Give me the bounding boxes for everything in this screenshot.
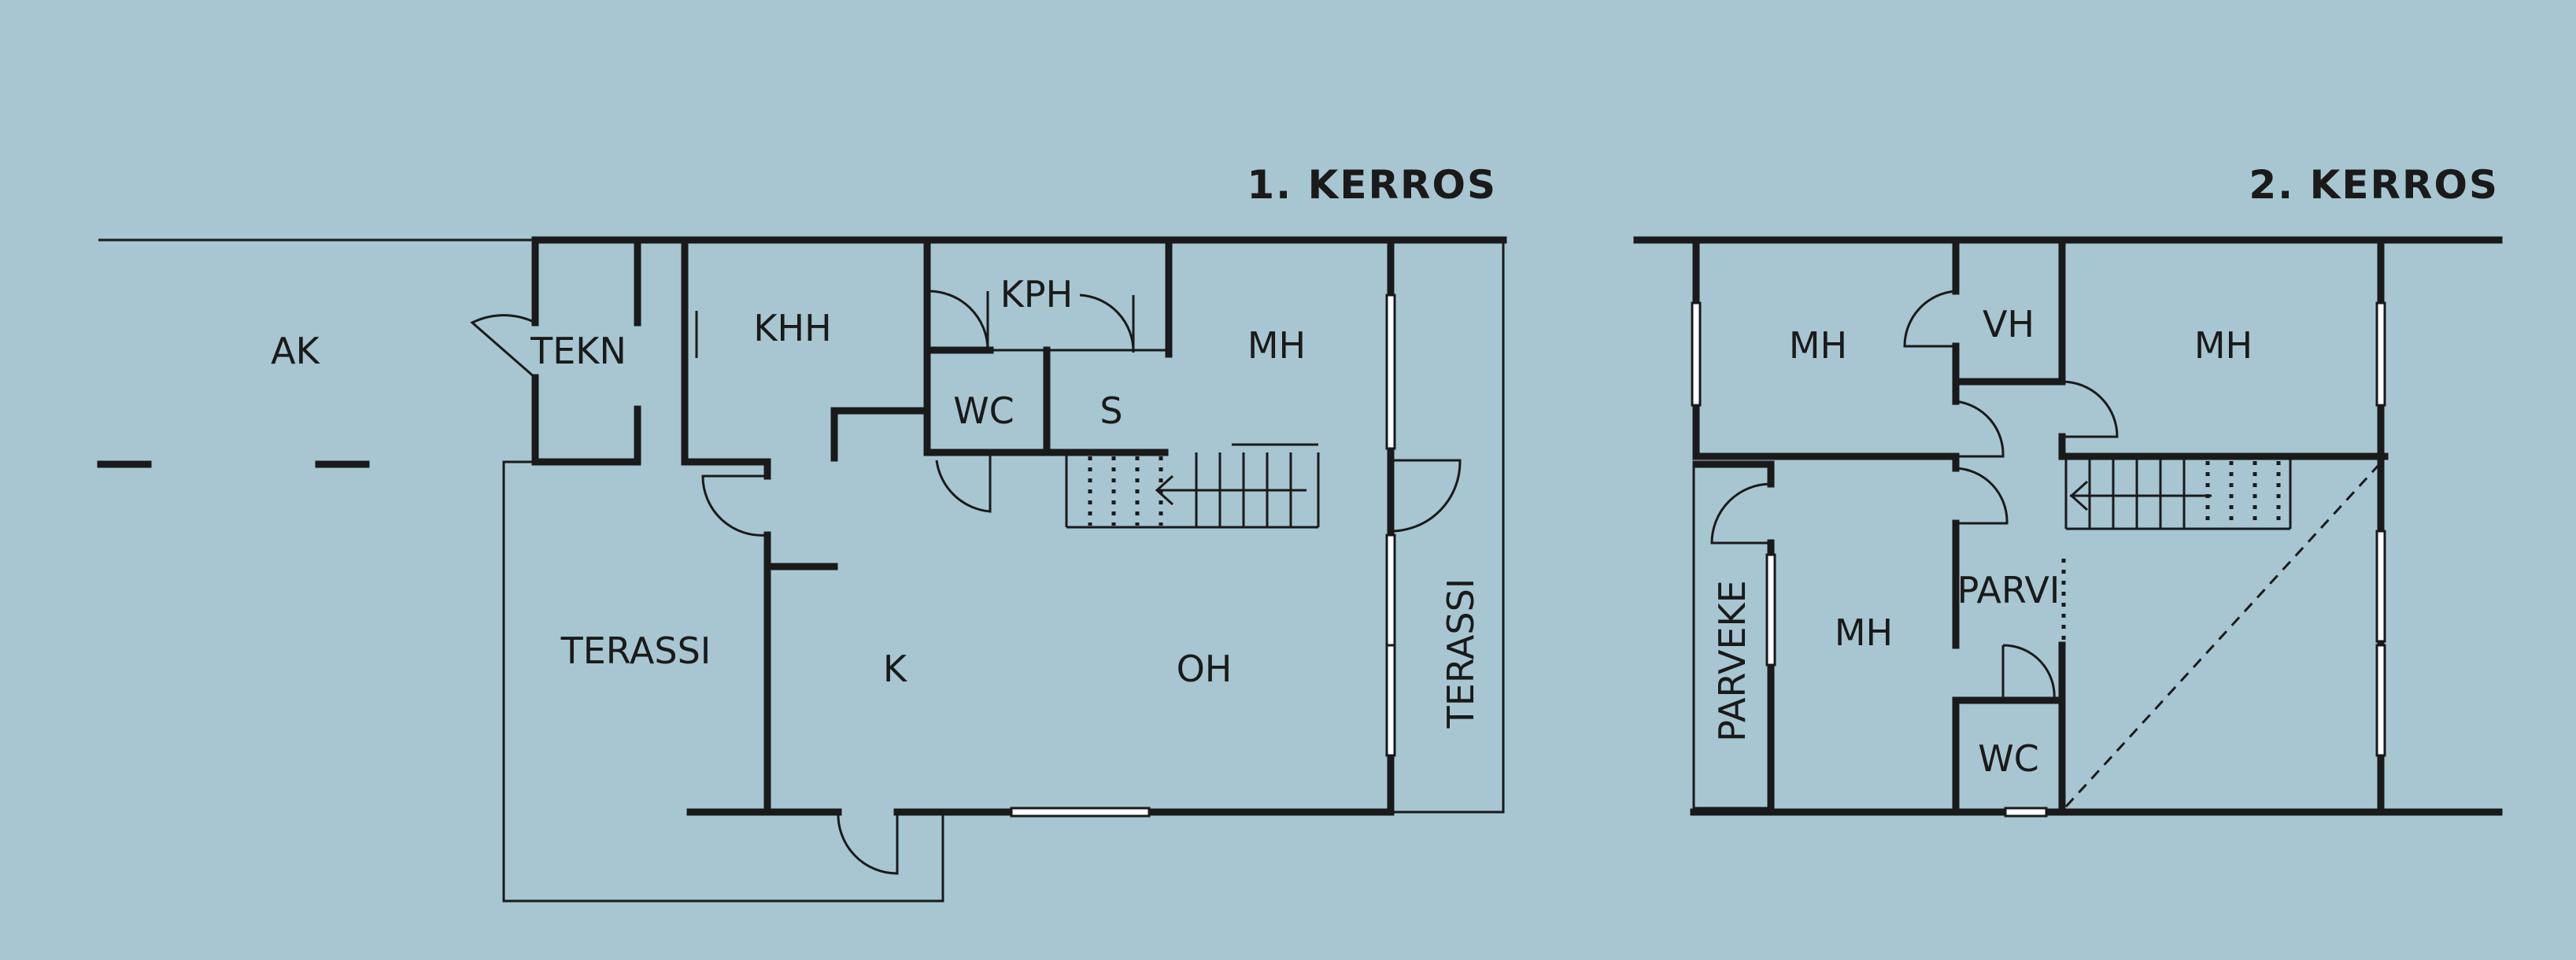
room-label-mh: MH (1247, 324, 1306, 367)
room-label-parveke: PARVEKE (1711, 580, 1754, 741)
floor-1-title: 1. KERROS (1247, 162, 1497, 208)
floor-1-stairs (1065, 452, 1320, 529)
floor-1-windows (1010, 294, 1396, 818)
room-label-kph: KPH (1000, 273, 1074, 316)
room-label-ak: AK (271, 330, 320, 372)
room-label-wc: WC (953, 390, 1015, 432)
room-label-mh-right: MH (2194, 324, 2253, 367)
room-label-tekn: TEKN (530, 330, 626, 372)
floor-1-doors (470, 290, 1462, 875)
floor-2-windows (1691, 301, 2386, 818)
floor-2-doors (1710, 290, 2119, 702)
floor-2-plan: 2. KERROS (1633, 162, 2503, 818)
floor-1-room-labels: AK TEKN KHH KPH WC S MH TERASSI K OH TER… (271, 273, 1482, 729)
room-label-wc-upper: WC (1978, 737, 2039, 780)
room-label-k: K (883, 648, 908, 690)
floor-2-title: 2. KERROS (2249, 162, 2499, 208)
room-label-terassi-right: TERASSI (1440, 578, 1482, 729)
room-label-terassi-left: TERASSI (560, 630, 711, 672)
floor-1-partitions (695, 311, 1318, 446)
room-label-mh-lower: MH (1835, 611, 1893, 654)
room-label-khh: KHH (753, 307, 831, 349)
floor-2-thin-lines (1692, 456, 2385, 810)
floor-2-walls (1633, 236, 2503, 816)
floor-1-thin-lines (98, 238, 1505, 903)
floor-2-room-labels: MH VH MH PARVEKE MH PARVI WC (1711, 303, 2253, 780)
room-label-parvi: PARVI (1957, 569, 2060, 611)
room-label-mh-left: MH (1789, 324, 1847, 367)
floor-1-plan: 1. KERROS (97, 162, 1507, 903)
room-label-vh: VH (1983, 303, 2035, 345)
floor-2-stairs (2064, 458, 2292, 530)
floor-1-walls (531, 236, 1507, 816)
room-label-oh: OH (1177, 648, 1233, 690)
room-label-s: S (1100, 390, 1122, 432)
